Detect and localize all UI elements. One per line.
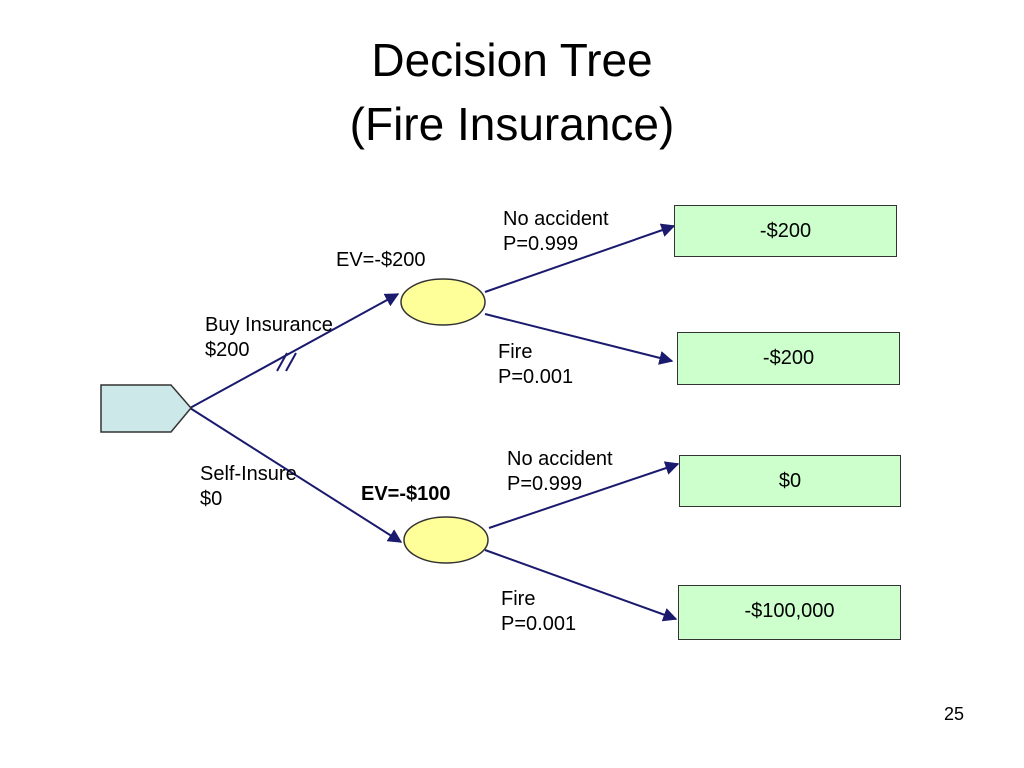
- self-insure-label: Self-Insure $0: [200, 462, 297, 512]
- upper-no-accident-label: No accident P=0.999: [503, 207, 609, 257]
- event-probability: P=0.001: [498, 366, 574, 388]
- lower-no-accident-label: No accident P=0.999: [507, 447, 613, 497]
- chance-node-upper: [400, 278, 486, 326]
- branch-lower-no-accident: [488, 461, 680, 529]
- buy-insurance-name: Buy Insurance: [205, 314, 333, 336]
- self-insure-cost: $0: [200, 488, 223, 510]
- event-name: No accident: [503, 208, 609, 230]
- event-name: No accident: [507, 448, 613, 470]
- event-name: Fire: [498, 341, 533, 363]
- buy-insurance-cost: $200: [205, 339, 250, 361]
- decision-node: [100, 384, 192, 433]
- self-insure-name: Self-Insure: [200, 463, 297, 485]
- pruned-mark-1: [276, 352, 288, 372]
- event-probability: P=0.999: [503, 233, 579, 255]
- slide-title: Decision Tree: [371, 34, 653, 86]
- upper-fire-label: Fire P=0.001: [498, 340, 573, 390]
- branch-upper-no-accident: [484, 223, 676, 293]
- event-name: Fire: [501, 588, 536, 610]
- slide-subtitle: (Fire Insurance): [349, 98, 675, 150]
- payoff-box: -$200: [674, 205, 897, 257]
- page-number: 25: [943, 704, 964, 724]
- ev-lower: EV=-$100: [361, 483, 451, 505]
- branch-lower-fire: [484, 549, 678, 622]
- payoff-box: $0: [679, 455, 901, 507]
- event-probability: P=0.999: [507, 473, 583, 495]
- branch-upper-fire: [484, 313, 674, 365]
- pruned-mark-2: [285, 352, 297, 372]
- event-probability: P=0.001: [501, 613, 577, 635]
- buy-insurance-label: Buy Insurance $200: [205, 313, 333, 363]
- branch-self-insure: [189, 407, 403, 543]
- ev-upper: EV=-$200: [336, 249, 426, 271]
- payoff-box: -$100,000: [678, 585, 901, 640]
- branch-buy-insurance: [189, 293, 400, 409]
- lower-fire-label: Fire P=0.001: [501, 587, 576, 637]
- chance-node-lower: [403, 516, 489, 564]
- payoff-box: -$200: [677, 332, 900, 385]
